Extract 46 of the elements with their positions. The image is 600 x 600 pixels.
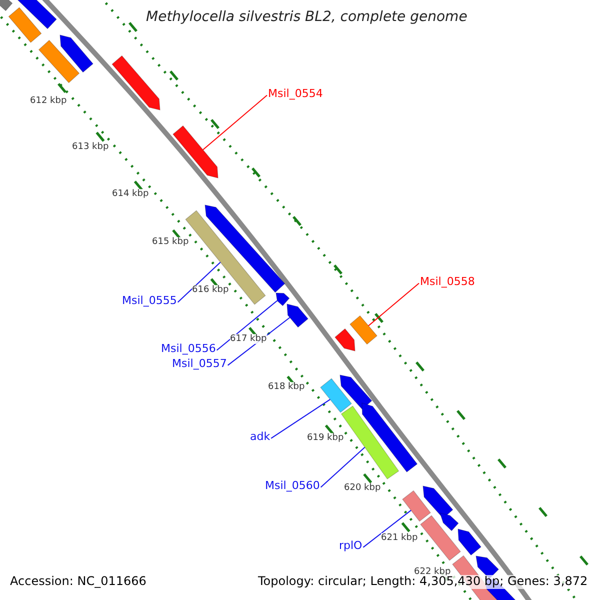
leader-line	[216, 300, 278, 351]
scale-label: 618 kbp	[268, 382, 305, 392]
gene-block	[17, 0, 57, 30]
gene-label: Msil_0560	[265, 480, 320, 493]
title: Methylocella silvestris BL2, complete genome	[146, 9, 468, 26]
scale-label: 612 kbp	[30, 96, 67, 106]
gene-label: adk	[250, 431, 270, 444]
footer-text: Accession: NC_011666	[10, 575, 146, 589]
scale-label: 614 kbp	[112, 189, 149, 200]
gene-marker	[60, 34, 94, 73]
leader-line	[177, 262, 221, 303]
scale-label: 621 kbp	[381, 533, 418, 544]
leader-line	[270, 398, 331, 439]
scale-label: 616 kbp	[192, 285, 229, 296]
scale-label: 619 kbp	[307, 433, 344, 444]
scale-label: 613 kbp	[72, 142, 109, 152]
gene-block	[350, 315, 378, 345]
gene-block	[320, 378, 352, 413]
scale-label: 615 kbp	[152, 237, 189, 248]
leader-line	[368, 282, 420, 326]
leader-line	[362, 510, 412, 548]
gene-label: Msil_0554	[268, 88, 323, 101]
gene-block	[420, 515, 461, 561]
gene-label: rplO	[339, 540, 362, 553]
gene-block	[38, 40, 80, 84]
scale-label: 617 kbp	[230, 334, 267, 344]
footer-text: Topology: circular; Length: 4,305,430 bp; Genes: 3,872	[258, 575, 588, 589]
gene-block	[402, 490, 431, 522]
scale-label: 620 kbp	[344, 483, 381, 494]
gene-block	[0, 0, 13, 12]
gene-block	[8, 7, 42, 43]
gene-marker	[286, 304, 308, 328]
gene-label: Msil_0556	[161, 343, 216, 356]
leader-line	[202, 94, 268, 150]
gene-marker	[334, 328, 356, 352]
gene-marker	[440, 512, 459, 532]
leader-line	[320, 446, 366, 488]
gene-marker	[340, 374, 372, 410]
gene-marker	[172, 125, 218, 178]
gene-marker	[458, 528, 482, 556]
gene-label: Msil_0555	[122, 295, 177, 308]
gene-marker	[112, 55, 160, 110]
gene-marker	[276, 292, 290, 306]
gene-label: Msil_0558	[420, 276, 475, 289]
gene-label: Msil_0557	[172, 358, 227, 371]
gene-marker	[362, 402, 418, 472]
